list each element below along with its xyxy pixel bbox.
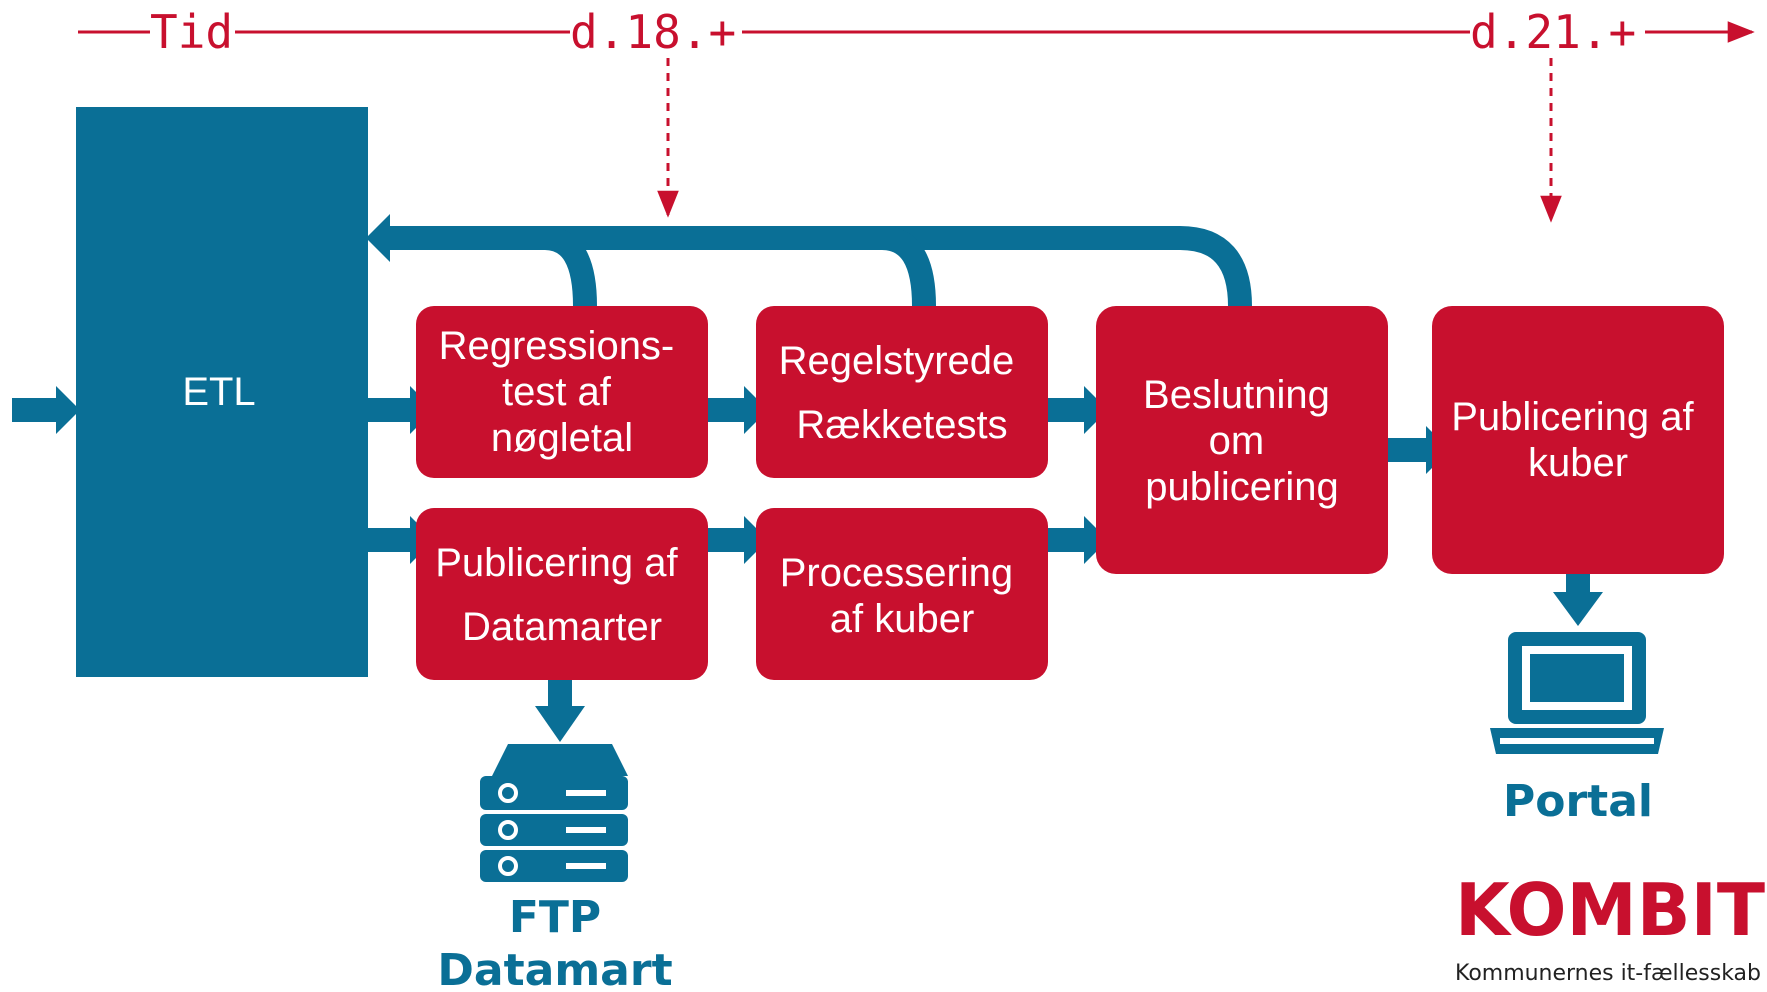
regression-line-2: test af (502, 370, 612, 414)
box-regression: Regressions- test af nøgletal (416, 306, 708, 478)
feedback-loop (366, 214, 1252, 307)
svg-text:Processering af kuber: Processering af kuber (780, 551, 1025, 641)
publish-cubes-line-2: kuber (1528, 441, 1628, 485)
decision-line-2: om (1209, 419, 1265, 463)
ftp-datamart-label: Datamart (437, 945, 672, 992)
box-decision: Beslutning om publicering (1096, 306, 1388, 574)
etl-block (76, 107, 368, 677)
box-publish-cubes: Publicering af kuber (1432, 306, 1724, 574)
svg-text:Regressions- test af: Regressions- test af nøgletal (439, 324, 686, 460)
feedback-curve-decision (1179, 226, 1252, 307)
svg-text:Beslutning om publ: Beslutning om publicering (1143, 373, 1341, 509)
ftp-label: FTP (509, 892, 601, 943)
laptop-icon (1490, 632, 1664, 754)
rules-line-2: Rækketests (796, 403, 1007, 447)
regression-line-1: Regressions- (439, 324, 675, 368)
box-publish-datamarts: Publicering af Datamarter (416, 508, 708, 680)
regression-line-3: nøgletal (491, 416, 633, 460)
arrow-datamarts-to-ftp (535, 670, 585, 742)
arrow-into-etl (12, 386, 80, 434)
timeline: Tid d.18.+ d.21.+ (78, 5, 1755, 223)
publish-cubes-line-1: Publicering af (1451, 395, 1694, 439)
decision-line-3: publicering (1145, 465, 1338, 509)
timeline-marker-d18: d.18.+ (570, 5, 736, 59)
svg-text:Publicering af Datamarte: Publicering af Datamarter (435, 541, 689, 649)
feedback-curve-rules (881, 226, 936, 307)
timeline-marker-d21: d.21.+ (1470, 5, 1636, 59)
feedback-arrowhead (366, 214, 390, 262)
datamarts-line-2: Datamarter (462, 605, 662, 649)
portal-label: Portal (1503, 776, 1653, 827)
box-rules: Regelstyrede Rækketests (756, 306, 1048, 478)
kombit-logo: KOMBIT Kommunernes it-fællesskab (1455, 868, 1765, 986)
processing-line-1: Processering (780, 551, 1013, 595)
kombit-logo-text: KOMBIT (1455, 868, 1765, 952)
datamarts-line-1: Publicering af (435, 541, 678, 585)
processing-line-2: af kuber (830, 597, 975, 641)
server-icon (480, 744, 628, 882)
rules-line-1: Regelstyrede (779, 339, 1015, 383)
box-processing: Processering af kuber (756, 508, 1048, 680)
svg-text:Publicering af kuber: Publicering af kuber (1451, 395, 1705, 485)
feedback-curve-regression (543, 226, 597, 307)
timeline-label: Tid (150, 5, 233, 59)
decision-line-1: Beslutning (1143, 373, 1330, 417)
feedback-bar (378, 226, 1180, 250)
etl-label: ETL (182, 370, 255, 414)
svg-text:Regelstyrede Rækketests: Regelstyrede Rækketests (779, 339, 1026, 447)
kombit-tagline: Kommunernes it-fællesskab (1455, 961, 1761, 986)
